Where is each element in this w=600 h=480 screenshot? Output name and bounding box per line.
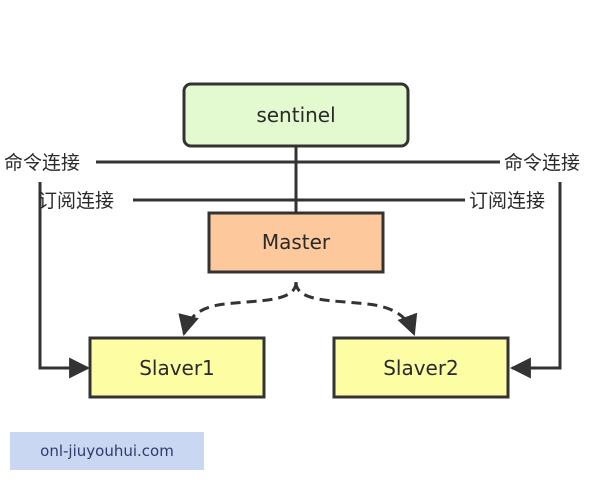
slave2-node [332, 336, 510, 399]
command-connection-label-right: 命令连接 [504, 152, 580, 174]
left-connector-arrow [38, 182, 91, 379]
master-to-slave2-dashed-arrow [294, 281, 418, 336]
subscribe-connection-label-left: 订阅连接 [38, 190, 114, 212]
subscribe-connection-label-right: 订阅连接 [469, 190, 545, 212]
slave1-label: Slaver1 [139, 356, 215, 380]
command-connection-label-left: 命令连接 [4, 152, 80, 174]
right-connector-arrow [509, 182, 562, 379]
watermark-badge: onl-jiuyouhui.com [10, 432, 204, 470]
slave1-node [88, 336, 266, 399]
master-node [207, 211, 385, 274]
sentinel-node [182, 82, 410, 148]
master-to-slave1-dashed-arrow [178, 281, 298, 337]
slave2-label: Slaver2 [383, 356, 459, 380]
sentinel-label: sentinel [256, 103, 335, 127]
master-label: Master [262, 230, 331, 254]
